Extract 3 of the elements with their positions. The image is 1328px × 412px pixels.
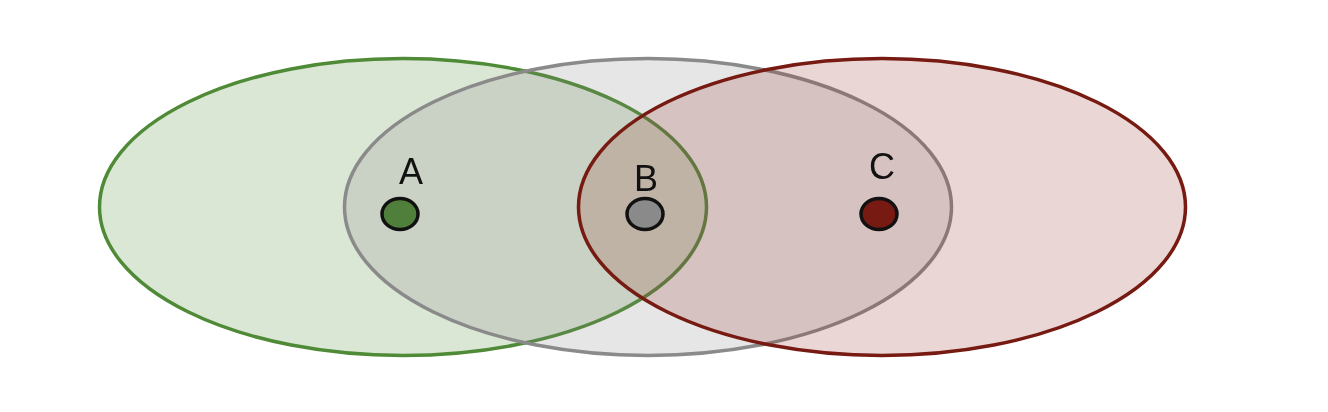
- point-label: A: [399, 154, 423, 190]
- point-label: B: [634, 161, 658, 197]
- point-label: C: [869, 149, 895, 185]
